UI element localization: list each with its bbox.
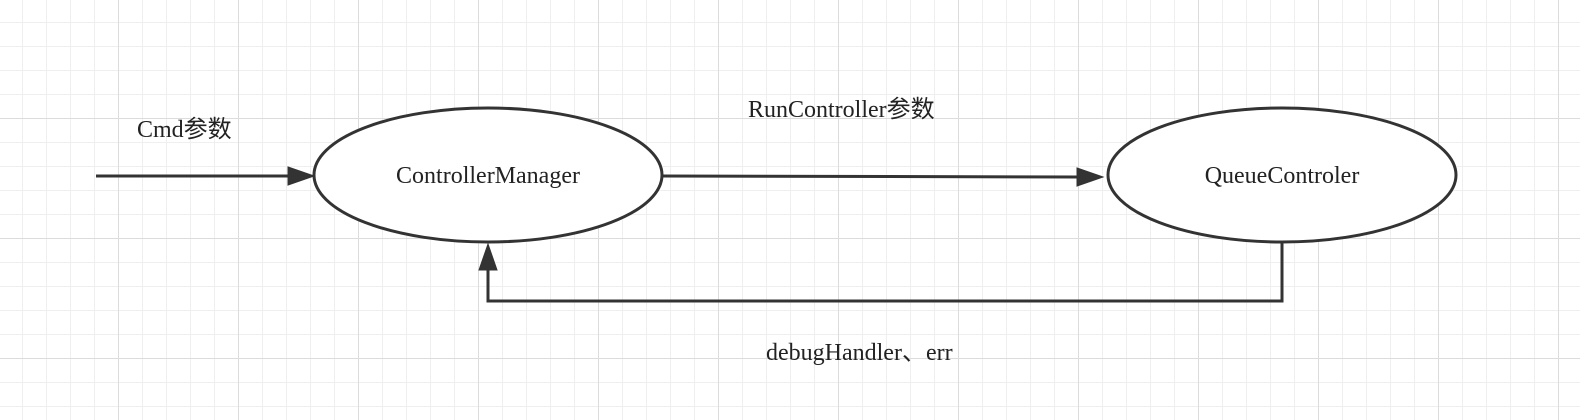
edge-cmd-input-label: Cmd参数 xyxy=(137,117,232,143)
edge-run-controller-arrowhead xyxy=(1076,167,1105,187)
node-controller-manager-label: ControllerManager xyxy=(396,163,580,189)
node-controller-manager-shape[interactable] xyxy=(312,106,664,244)
edge-return-label: debugHandler、err xyxy=(766,340,953,366)
edge-run-controller-line xyxy=(659,174,1079,179)
edge-run-controller-label: RunController参数 xyxy=(748,97,935,123)
edge-return-line xyxy=(486,242,1284,303)
node-queue-controler-shape[interactable] xyxy=(1106,106,1458,244)
edge-cmd-input-arrowhead xyxy=(287,166,316,186)
node-queue-controler-label: QueueControler xyxy=(1204,163,1360,189)
edge-return-arrowhead xyxy=(478,242,498,271)
